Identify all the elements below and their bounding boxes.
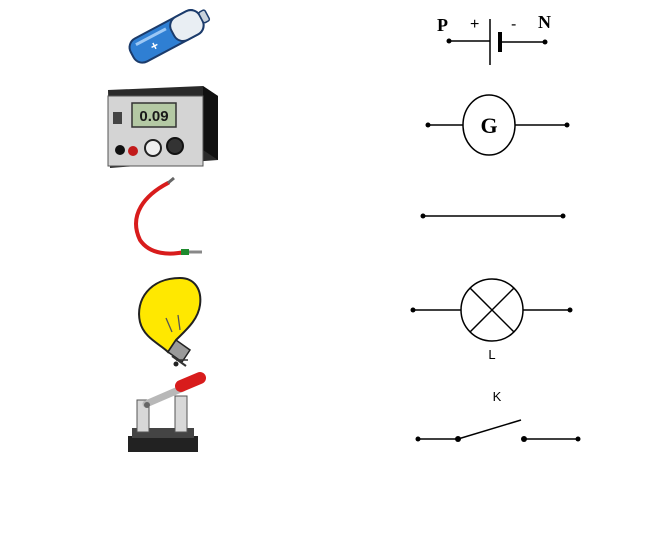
battery-icon: + — [128, 9, 211, 64]
knife-switch-icon — [128, 372, 206, 452]
terminal-n-label: N — [538, 12, 551, 32]
terminal-p-label: P — [437, 15, 448, 35]
lamp-label: L — [488, 347, 495, 362]
generator-letter: G — [480, 113, 497, 138]
plus-sign-label: + — [470, 16, 479, 33]
switch-label: K — [493, 389, 502, 404]
light-bulb-icon — [138, 276, 202, 367]
minus-sign-label: - — [511, 16, 516, 33]
battery-symbol: P + - N — [437, 12, 551, 65]
generator-symbol: G — [425, 94, 570, 156]
power-supply-display: 0.09 — [139, 108, 168, 125]
wire-icon — [134, 176, 202, 256]
lamp-symbol: L — [410, 278, 573, 362]
switch-symbol: K — [415, 389, 581, 442]
power-supply-icon: 0.09 — [107, 86, 218, 168]
wire-symbol — [420, 213, 566, 219]
